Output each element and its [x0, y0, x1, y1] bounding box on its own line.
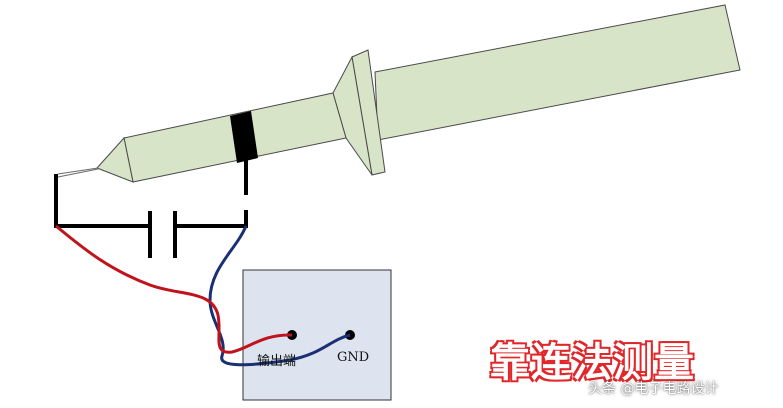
circuit-board [242, 269, 392, 401]
probe-ground-band [230, 111, 258, 163]
blue-ground-wire [208, 225, 351, 367]
probe-tip-cone [96, 136, 134, 183]
watermark: 头条 @电子电路设计 [588, 381, 719, 397]
probe-handle [374, 4, 741, 141]
diagram-title: 靠连法测量 [490, 339, 695, 386]
output-terminal-label: 输出端 [257, 354, 297, 369]
red-signal-wire [55, 224, 293, 354]
probe-tip-needle [57, 167, 99, 175]
gnd-terminal-label: GND [337, 350, 370, 365]
